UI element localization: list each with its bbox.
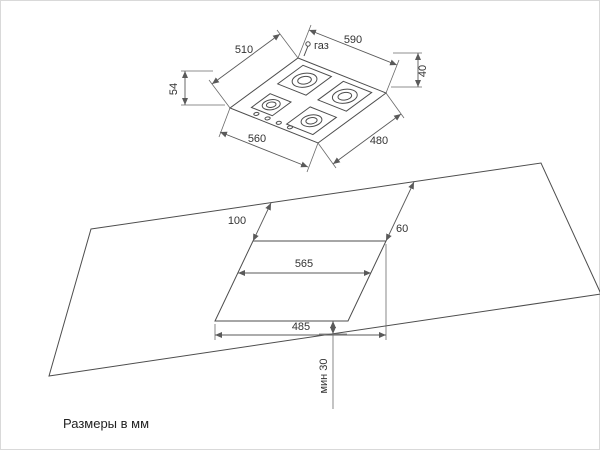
control-knob: [264, 116, 271, 120]
control-knob: [275, 121, 282, 125]
extension-line: [385, 59, 400, 94]
dim-label-560: 560: [248, 133, 266, 145]
pan-support: [318, 81, 372, 111]
burner-medium-front: [287, 107, 337, 135]
dim-back-offset: 100: [228, 202, 272, 242]
dim-side-offset: 60: [385, 181, 415, 242]
gas-pipe: [303, 45, 309, 57]
extension-line: [385, 92, 405, 119]
burner-large-right: [318, 81, 372, 111]
burner-ring-inner: [295, 75, 314, 86]
extension-line: [208, 79, 231, 109]
dim-line-480: [332, 113, 402, 165]
burner-ring-outer: [297, 113, 326, 129]
dim-line-510: [211, 33, 281, 85]
dim-label-min30: мин 30: [318, 358, 330, 393]
pan-support: [287, 107, 337, 135]
burner-small-left: [251, 94, 291, 116]
dim-line-560: [219, 131, 309, 168]
dim-line-60: [385, 181, 415, 242]
burner-ring-inner: [335, 91, 354, 102]
dim-label-565: 565: [295, 258, 313, 270]
burner-ring-outer: [327, 86, 362, 106]
extension-line: [276, 29, 299, 59]
caption-units: Размеры в мм: [63, 416, 149, 431]
top-view-dimension-lines: [182, 29, 421, 168]
pan-support: [278, 65, 332, 95]
control-knobs: [253, 112, 294, 129]
burner-ring-outer: [287, 70, 322, 90]
dim-cutout-depth: 485: [214, 244, 387, 340]
dim-label-depth-510: 510: [235, 44, 253, 56]
dim-cutout-width: 565: [238, 258, 371, 276]
burner-ring-outer: [259, 98, 284, 112]
dim-line-100: [252, 202, 272, 242]
extension-line: [306, 142, 319, 173]
hob-outline: [230, 58, 386, 143]
dim-label-60: 60: [396, 223, 408, 235]
gas-label: газ: [314, 40, 329, 52]
dim-line-590: [308, 29, 398, 66]
burner-large-back: [278, 65, 332, 95]
pan-support: [251, 94, 291, 116]
gas-inlet: газ: [303, 40, 329, 57]
dim-front-clearance: мин 30: [318, 321, 347, 409]
cutout-outline: [214, 240, 387, 322]
burner-ring-inner: [304, 116, 320, 125]
worktop-outline: [48, 162, 600, 377]
dim-label-100: 100: [228, 215, 246, 227]
top-view-extension-lines: [181, 24, 422, 173]
hob-top-view: газ 510 590 560: [168, 24, 429, 173]
control-knob: [286, 125, 293, 129]
dim-label-54: 54: [168, 83, 180, 95]
extension-line: [297, 24, 312, 59]
control-knob: [253, 112, 260, 116]
gas-connection: [305, 41, 311, 47]
dim-label-485: 485: [292, 321, 310, 333]
worktop-cutout-view: 100 60 565 485 мин 30: [48, 162, 600, 409]
dim-label-480: 480: [370, 135, 388, 147]
burner-ring-inner: [264, 101, 278, 109]
dim-label-width-590: 590: [344, 34, 362, 46]
dim-label-40: 40: [417, 65, 429, 77]
